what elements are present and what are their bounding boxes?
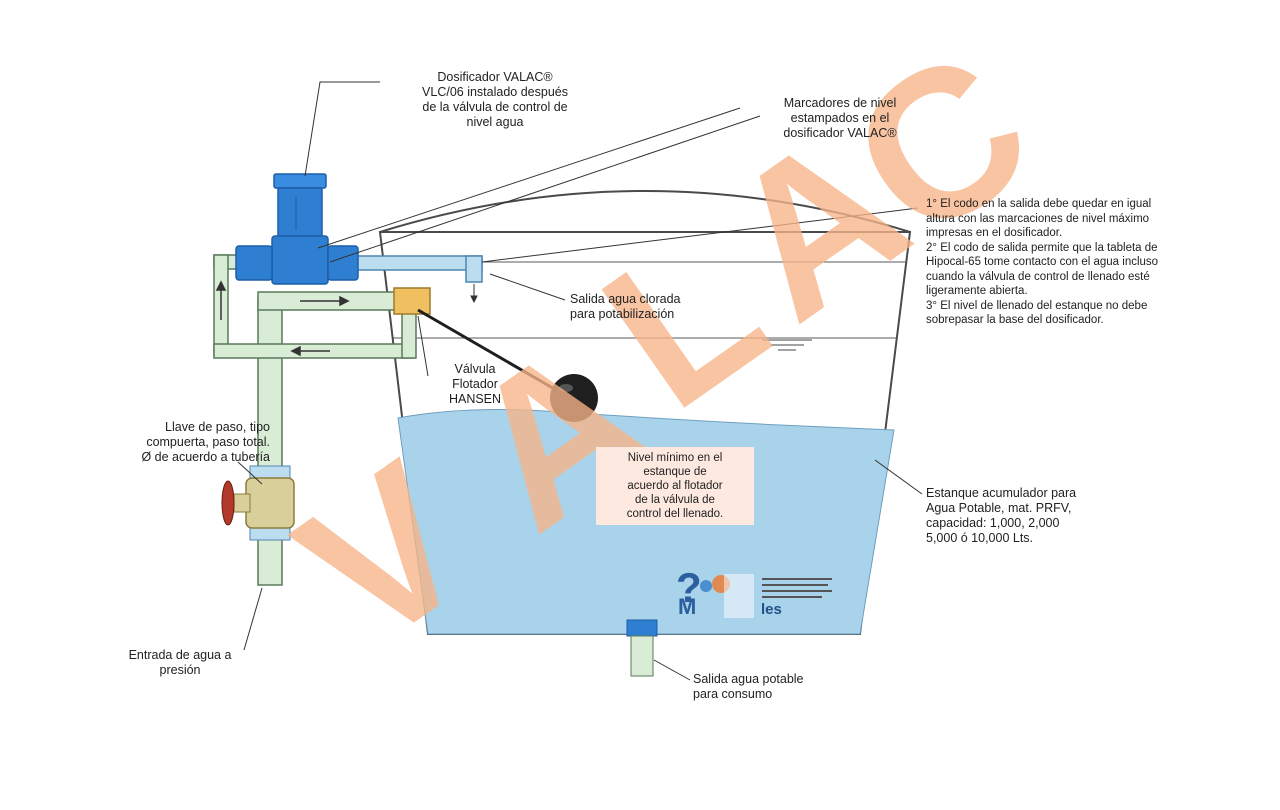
label-marcadores: Marcadores de nivel estampados en el dos… — [783, 96, 897, 140]
label-estanque: Estanque acumulador para Agua Potable, m… — [926, 486, 1077, 545]
floater-arm — [417, 308, 571, 400]
valac-doser — [235, 173, 359, 285]
outlet-cap — [626, 619, 658, 637]
tank-lid — [379, 190, 911, 233]
loop-pipe-riser — [401, 309, 417, 359]
outlet-pipe — [630, 635, 654, 677]
water-level-symbol — [762, 339, 812, 351]
label-llave-paso: Llave de paso, tipo compuerta, paso tota… — [141, 420, 270, 464]
drip-arrow — [470, 284, 478, 304]
logo-text: les — [761, 601, 782, 618]
svg-text:M: M — [678, 594, 696, 619]
label-nivel-minimo: Nivel mínimo en el estanque de acuerdo a… — [596, 447, 754, 525]
label-salida-potable: Salida agua potable para consumo — [693, 672, 804, 701]
gate-valve — [221, 465, 295, 541]
flow-arrows — [215, 280, 350, 357]
label-entrada-agua: Entrada de agua a presión — [128, 648, 232, 677]
label-salida-clorada: Salida agua clorada para potabilización — [570, 292, 681, 321]
svg-text:?: ? — [676, 564, 702, 611]
label-dosificador: Dosificador VALAC® VLC/06 instalado desp… — [422, 70, 568, 129]
logo-icon: ? M — [676, 564, 832, 619]
chlorinated-outlet-pipe — [355, 255, 483, 271]
leader-lines — [237, 81, 923, 681]
outlet-elbow — [465, 255, 483, 283]
floater-valve-box — [393, 287, 431, 315]
label-valvula-flotador: Válvula Flotador HANSEN — [448, 362, 502, 406]
label-notas: 1° El codo en la salida debe quedar en i… — [926, 198, 1159, 326]
